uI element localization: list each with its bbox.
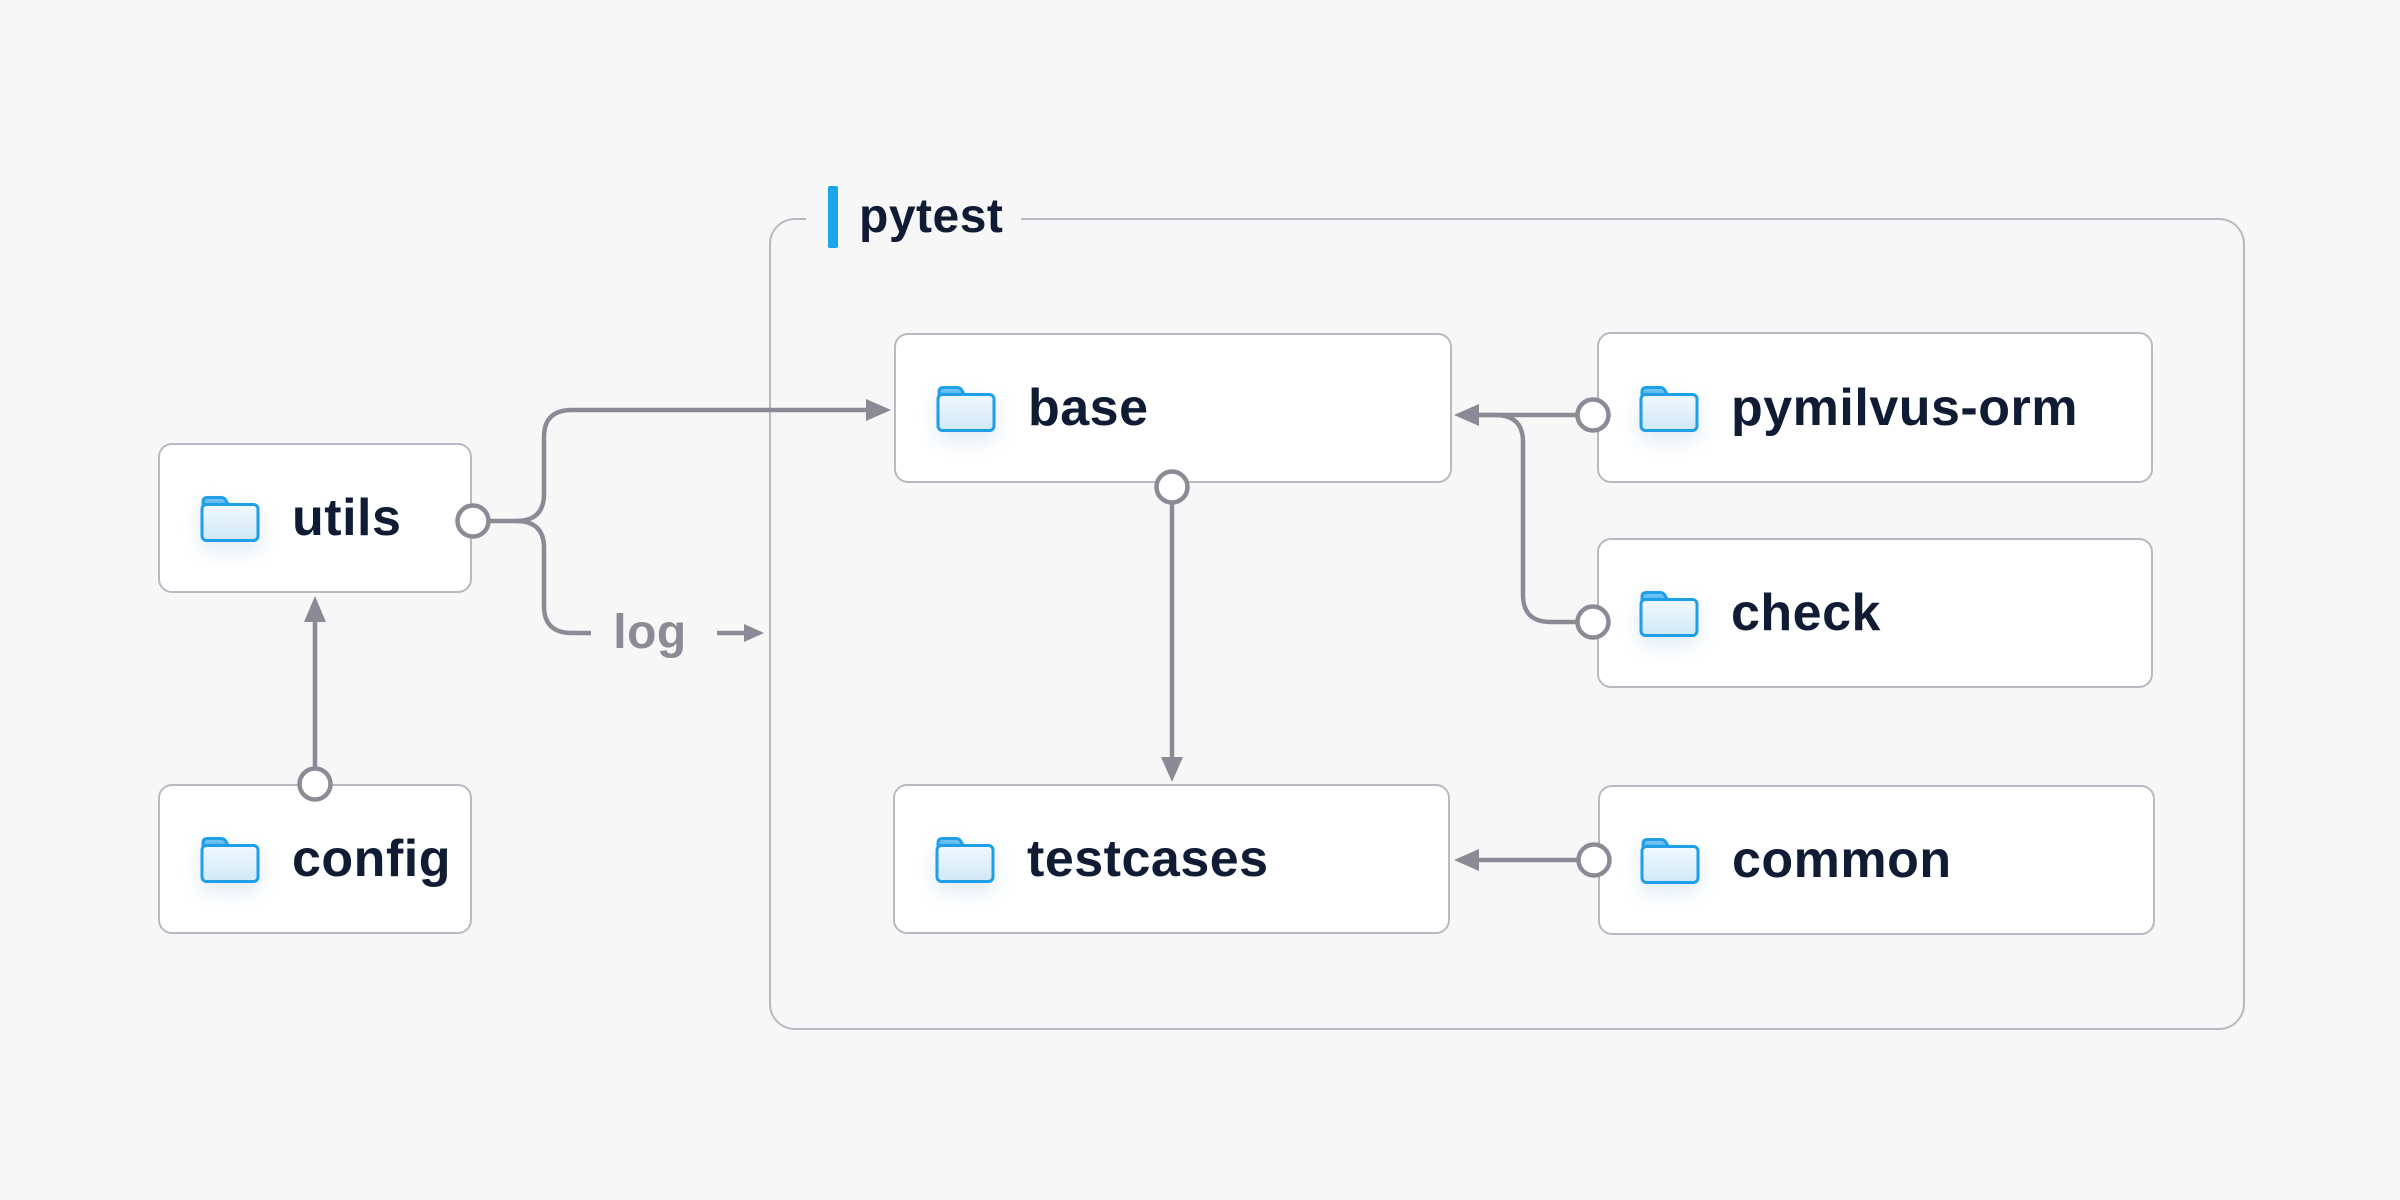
folder-icon — [198, 492, 262, 544]
edge-utils-to-log — [515, 518, 591, 636]
pytest-group-label: pytest — [806, 186, 1022, 248]
node-testcases: testcases — [893, 784, 1450, 934]
node-config-label: config — [292, 830, 451, 888]
folder-icon — [1637, 587, 1701, 639]
node-config: config — [158, 784, 472, 934]
folder-icon — [1638, 834, 1702, 886]
folder-icon — [933, 833, 997, 885]
arrowhead-log-into-group — [744, 624, 764, 642]
node-utils-label: utils — [292, 489, 402, 547]
arrowhead-into-utils — [304, 596, 326, 622]
folder-icon — [1637, 382, 1701, 434]
node-common: common — [1598, 785, 2155, 935]
pytest-group-container — [769, 218, 2245, 1030]
folder-icon — [198, 833, 262, 885]
node-check: check — [1597, 538, 2153, 688]
accent-bar-icon — [828, 186, 838, 248]
pytest-group-title: pytest — [859, 190, 1004, 243]
log-edge-label: log — [613, 606, 687, 659]
node-utils: utils — [158, 443, 472, 593]
node-common-label: common — [1732, 831, 1952, 889]
node-testcases-label: testcases — [1027, 830, 1269, 888]
node-base: base — [894, 333, 1452, 483]
node-check-label: check — [1731, 584, 1881, 642]
node-pymilvus-orm: pymilvus-orm — [1597, 332, 2153, 483]
folder-icon — [934, 382, 998, 434]
node-base-label: base — [1028, 379, 1149, 437]
node-pymilvus-orm-label: pymilvus-orm — [1731, 378, 2078, 437]
